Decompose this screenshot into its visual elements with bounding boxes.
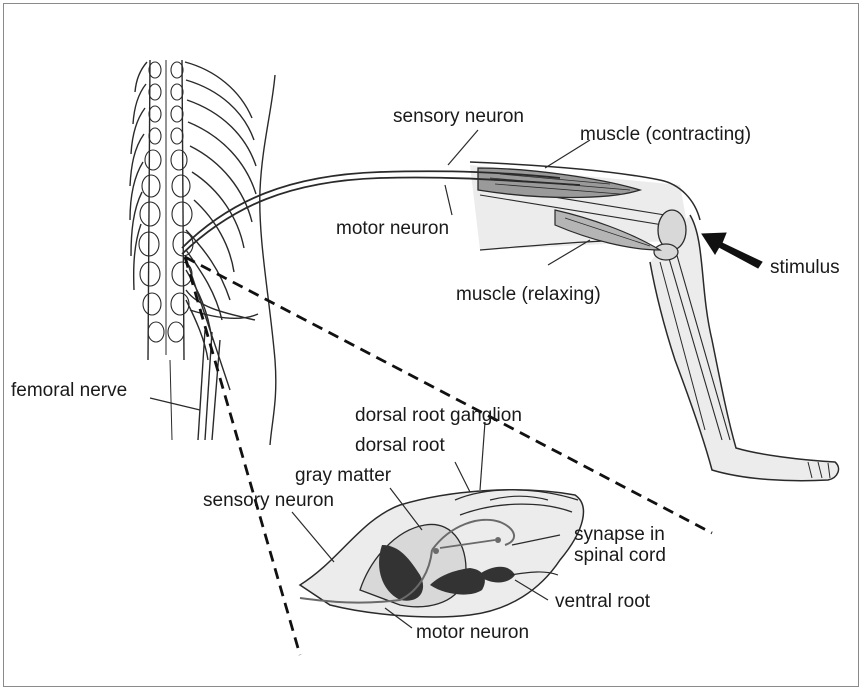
label-sensory-neuron-bottom: sensory neuron bbox=[203, 490, 334, 511]
label-stimulus: stimulus bbox=[770, 257, 840, 278]
spinal-cord-cross-section bbox=[300, 490, 583, 617]
label-motor-neuron-bottom: motor neuron bbox=[416, 622, 529, 643]
label-sensory-neuron-top: sensory neuron bbox=[393, 106, 524, 127]
label-synapse-line2: spinal cord bbox=[574, 545, 666, 566]
label-gray-matter: gray matter bbox=[295, 465, 391, 486]
spine-and-ribs bbox=[130, 60, 276, 445]
label-dorsal-root: dorsal root bbox=[355, 435, 445, 456]
label-muscle-relaxing: muscle (relaxing) bbox=[456, 284, 601, 305]
label-dorsal-root-ganglion: dorsal root ganglion bbox=[355, 405, 522, 426]
label-motor-neuron-top: motor neuron bbox=[336, 218, 449, 239]
stimulus-arrow bbox=[702, 233, 762, 268]
leg bbox=[470, 162, 839, 481]
label-ventral-root: ventral root bbox=[555, 591, 650, 612]
label-femoral-nerve: femoral nerve bbox=[11, 380, 127, 401]
label-muscle-contracting: muscle (contracting) bbox=[580, 124, 751, 145]
label-synapse-line1: synapse in bbox=[574, 524, 665, 545]
